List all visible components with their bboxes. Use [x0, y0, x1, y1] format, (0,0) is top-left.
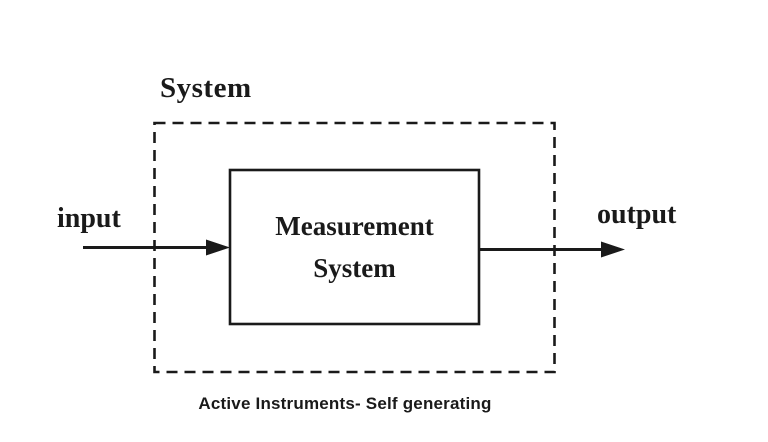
- caption: Active Instruments- Self generating: [198, 394, 492, 413]
- input-arrowhead-icon: [206, 239, 230, 256]
- measurement-system-label-line2: System: [313, 253, 396, 283]
- measurement-system-label: Measurement System: [230, 170, 479, 324]
- measurement-system-box: [228, 168, 481, 326]
- output-label: output: [597, 199, 677, 230]
- input-label: input: [57, 203, 121, 234]
- system-label: System: [160, 72, 252, 104]
- output-arrowhead-icon: [601, 241, 625, 258]
- output-arrow: [480, 241, 625, 258]
- measurement-system-label-line1: Measurement: [275, 211, 434, 241]
- input-arrow: [83, 239, 230, 256]
